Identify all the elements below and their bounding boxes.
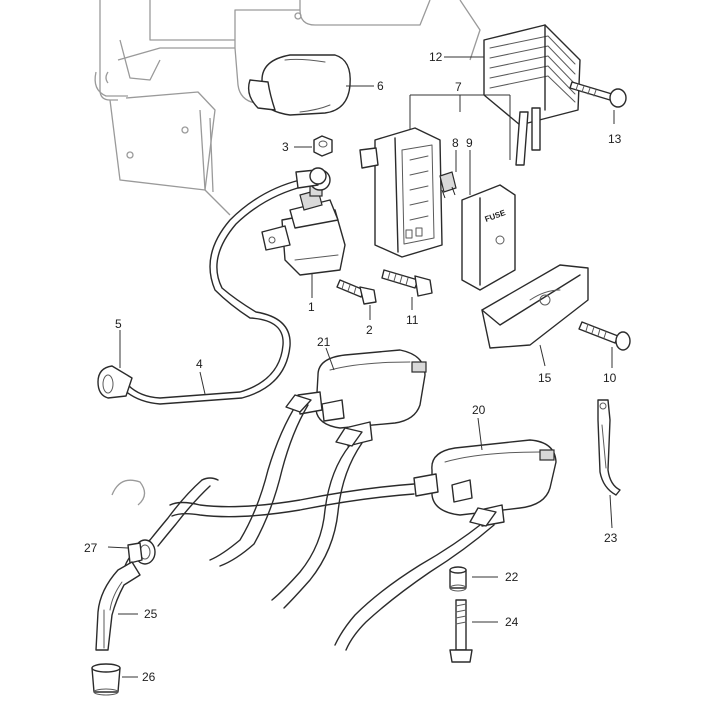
- part-12-regulator: [483, 24, 581, 166]
- part-24-bolt: [449, 599, 473, 663]
- callout-5: 5: [115, 317, 122, 331]
- callout-9: 9: [466, 136, 473, 150]
- part-7-fuse-box: [359, 127, 443, 258]
- callout-11: 11: [406, 313, 419, 327]
- callout-12: 12: [429, 50, 443, 64]
- callout-6: 6: [377, 79, 384, 93]
- callout-26: 26: [142, 670, 156, 684]
- callout-20: 20: [472, 403, 486, 417]
- frame-arc: [111, 479, 146, 506]
- callout-7: 7: [455, 80, 462, 94]
- callout-23: 23: [604, 531, 618, 545]
- callout-15: 15: [538, 371, 552, 385]
- callout-27: 27: [84, 541, 98, 555]
- callout-24: 24: [505, 615, 519, 629]
- part-6-rubber-cap: [247, 54, 351, 116]
- part-22-collar: [449, 566, 467, 592]
- callout-4: 4: [196, 357, 203, 371]
- part-4-cable: [121, 167, 327, 405]
- callout-2: 2: [366, 323, 373, 337]
- part-26-boot: [91, 663, 121, 696]
- callout-8: 8: [452, 136, 459, 150]
- callout-3: 3: [282, 140, 289, 154]
- callout-1: 1: [308, 300, 315, 314]
- callout-labels: 12 13 6 3 7 8 9 1 2 11 4 5 21 20 15 10 2…: [84, 50, 622, 684]
- leader-lines: [107, 56, 615, 678]
- part-13-screw: [569, 81, 627, 108]
- callout-25: 25: [144, 607, 158, 621]
- part-5-terminal-cap: [97, 365, 133, 399]
- part-15-cover: [481, 264, 589, 349]
- callout-10: 10: [603, 371, 617, 385]
- callout-21: 21: [317, 335, 331, 349]
- part-1-starter-relay: [261, 169, 346, 276]
- part-23-bracket: [597, 399, 621, 496]
- part-3-nut: [313, 135, 333, 157]
- part-8-fuse: [439, 171, 457, 199]
- part-21-leads: [209, 394, 363, 609]
- part-25-plug-cap: [95, 561, 141, 651]
- frame-bracket: [94, 0, 481, 216]
- part-27-clamp: [127, 539, 156, 565]
- part-20-leads: [169, 483, 497, 651]
- part-10-screw: [578, 321, 631, 351]
- part-9-fuse-cover: FUSE: [461, 184, 516, 291]
- callout-22: 22: [505, 570, 519, 584]
- part-11-bolt: [381, 269, 433, 297]
- callout-13: 13: [608, 132, 622, 146]
- part-2-bolt: [336, 279, 377, 305]
